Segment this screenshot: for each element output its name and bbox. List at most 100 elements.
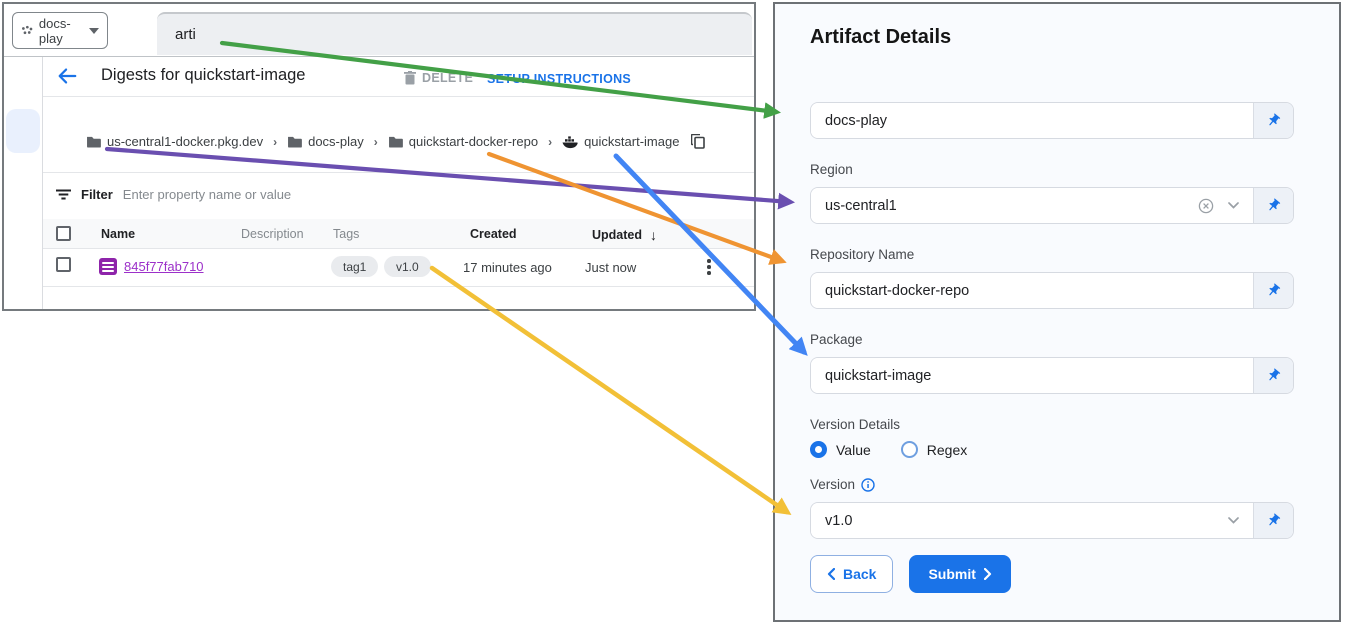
overflow-menu-icon[interactable]	[702, 256, 716, 278]
chevron-down-icon[interactable]	[1228, 202, 1239, 209]
breadcrumb-item-host[interactable]: us-central1-docker.pkg.dev	[86, 134, 263, 149]
project-field-value: docs-play	[825, 112, 888, 129]
delete-button-label: DELETE	[422, 71, 474, 85]
project-selector[interactable]: docs-play	[12, 12, 108, 49]
console-screenshot-frame: docs-play Digests for quickstart-image D…	[2, 2, 756, 311]
delete-button[interactable]: DELETE	[404, 71, 473, 85]
folder-icon	[87, 136, 101, 148]
region-label: Region	[810, 162, 853, 177]
row-checkbox[interactable]	[56, 257, 71, 272]
breadcrumb-separator: ›	[548, 134, 553, 149]
project-switcher-icon	[22, 25, 33, 35]
repository-field-value: quickstart-docker-repo	[825, 282, 970, 299]
column-header-tags[interactable]: Tags	[333, 227, 360, 241]
chevron-down-icon	[89, 27, 99, 34]
breadcrumb-item-package[interactable]: quickstart-image	[562, 134, 679, 149]
left-rail-divider	[42, 57, 43, 309]
container-image-icon	[562, 135, 578, 148]
column-header-name[interactable]: Name	[101, 227, 136, 241]
filter-input[interactable]	[122, 187, 423, 202]
submit-button-label: Submit	[928, 566, 976, 582]
filter-label: Filter	[81, 187, 113, 202]
digest-icon	[99, 258, 117, 275]
project-field-group: docs-play	[810, 102, 1294, 139]
repository-field[interactable]: quickstart-docker-repo	[811, 273, 1253, 308]
select-all-checkbox[interactable]	[56, 226, 71, 241]
digest-link[interactable]: 845f77fab710	[124, 259, 204, 274]
console-topbar: docs-play	[4, 4, 754, 57]
version-field-value: v1.0	[825, 512, 853, 529]
package-field[interactable]: quickstart-image	[811, 358, 1253, 393]
package-field-value: quickstart-image	[825, 367, 932, 384]
search-bar	[157, 12, 752, 55]
setup-instructions-button[interactable]: SETUP INSTRUCTIONS	[487, 72, 632, 86]
column-header-description[interactable]: Description	[241, 227, 304, 241]
region-field-group: us-central1	[810, 187, 1294, 224]
version-details-label: Version Details	[810, 417, 901, 432]
breadcrumb-separator: ›	[373, 134, 378, 149]
radio-value-label: Value	[836, 441, 871, 458]
chevron-down-icon[interactable]	[1228, 517, 1239, 524]
pin-icon	[1269, 198, 1281, 211]
page-title: Digests for quickstart-image	[101, 66, 306, 84]
nav-highlight-pill	[6, 109, 40, 153]
trash-icon	[404, 71, 416, 85]
divider	[43, 286, 754, 287]
breadcrumb-item-project[interactable]: docs-play	[287, 134, 364, 149]
back-button[interactable]: Back	[810, 555, 894, 593]
pin-button[interactable]	[1253, 503, 1293, 538]
radio-unselected-icon	[900, 441, 918, 458]
breadcrumb-item-repository[interactable]: quickstart-docker-repo	[388, 134, 538, 149]
radio-regex[interactable]: Regex	[900, 441, 968, 458]
artifact-details-panel: Artifact Details docs-play Region us-cen…	[773, 2, 1341, 622]
package-field-group: quickstart-image	[810, 357, 1294, 394]
pin-button[interactable]	[1253, 103, 1293, 138]
tag-badge[interactable]: v1.0	[384, 256, 431, 277]
breadcrumb-separator: ›	[273, 134, 278, 149]
radio-selected-icon	[810, 441, 827, 458]
pin-button[interactable]	[1253, 273, 1293, 308]
filter-icon	[56, 189, 71, 200]
column-header-created[interactable]: Created	[470, 227, 517, 241]
divider	[43, 96, 754, 97]
version-field-group: v1.0	[810, 502, 1294, 539]
column-header-updated[interactable]: Updated ↓	[592, 227, 657, 243]
search-input[interactable]	[157, 26, 752, 43]
chevron-right-icon	[983, 568, 992, 580]
pin-icon	[1269, 283, 1281, 296]
radio-regex-label: Regex	[926, 441, 968, 458]
breadcrumb: us-central1-docker.pkg.dev › docs-play ›…	[86, 134, 706, 149]
package-label: Package	[810, 332, 863, 347]
folder-icon	[288, 136, 302, 148]
updated-cell: Just now	[585, 260, 637, 275]
back-arrow-icon[interactable]	[56, 66, 78, 86]
pin-icon	[1269, 113, 1281, 126]
region-field[interactable]: us-central1	[811, 188, 1253, 223]
filter-row: Filter	[56, 187, 423, 202]
info-icon[interactable]	[861, 477, 875, 492]
tag-badge[interactable]: tag1	[331, 256, 379, 277]
project-field[interactable]: docs-play	[811, 103, 1253, 138]
pin-icon	[1269, 513, 1281, 526]
pin-icon	[1269, 368, 1281, 381]
divider	[43, 172, 754, 173]
folder-icon	[388, 136, 403, 148]
copy-icon[interactable]	[691, 134, 706, 149]
panel-title: Artifact Details	[810, 26, 952, 48]
created-cell: 17 minutes ago	[463, 260, 552, 275]
project-selector-label: docs-play	[38, 15, 71, 46]
region-field-value: us-central1	[825, 197, 897, 214]
pin-button[interactable]	[1253, 188, 1293, 223]
repository-field-group: quickstart-docker-repo	[810, 272, 1294, 309]
panel-actions: Back Submit	[810, 555, 1011, 593]
radio-value[interactable]: Value	[810, 441, 871, 458]
submit-button[interactable]: Submit	[909, 555, 1011, 593]
chevron-left-icon	[827, 568, 835, 580]
clear-icon[interactable]	[1198, 198, 1214, 214]
version-field[interactable]: v1.0	[811, 503, 1253, 538]
repository-label: Repository Name	[810, 247, 915, 262]
version-label: Version	[810, 477, 875, 492]
version-details-radio-group: Value Regex	[810, 441, 967, 458]
pin-button[interactable]	[1253, 358, 1293, 393]
